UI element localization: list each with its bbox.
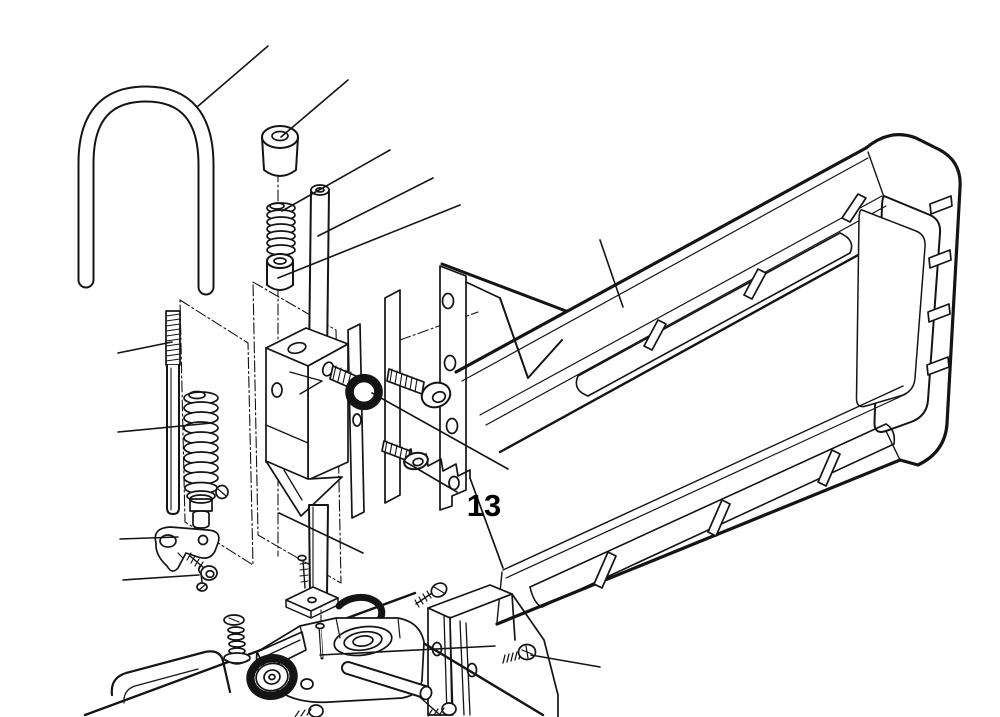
cotter-pin-part: [197, 566, 207, 591]
threaded-rod-part: [166, 311, 180, 514]
thumb-screw-part: [321, 361, 382, 410]
frame-right-end: [856, 135, 960, 465]
leader-lines: [118, 46, 623, 667]
rod-foot-part: [286, 505, 338, 618]
clamp-lever-part: [155, 527, 219, 571]
knurled-knob-part: [243, 650, 301, 703]
frame-bottom-band: [497, 386, 906, 624]
spacer-bushing-part: [267, 254, 293, 290]
side-pin-part: [348, 668, 433, 701]
front-screw-part: [415, 580, 449, 607]
base-screw-part: [224, 615, 250, 664]
shoulder-pin-part: [262, 126, 298, 176]
callout-13-label: 13: [467, 488, 501, 523]
socket-screw-upper-part: [387, 369, 454, 411]
lever-screw-part: [187, 553, 217, 580]
main-spring-part: [184, 392, 218, 529]
u-handle-part: [86, 94, 206, 287]
frame-arm: [385, 135, 960, 717]
partial-screw-left: [295, 705, 323, 717]
grub-washer-part: [216, 486, 228, 499]
rail-screw-part: [503, 645, 536, 664]
slide-bracket-part: [266, 324, 364, 518]
small-spring-part: [267, 203, 295, 255]
partial-screw-right: [428, 703, 456, 716]
socket-screw-lower-part: [382, 441, 429, 471]
frame-top-band: [456, 148, 900, 452]
clevis-pin-part: [316, 624, 324, 659]
